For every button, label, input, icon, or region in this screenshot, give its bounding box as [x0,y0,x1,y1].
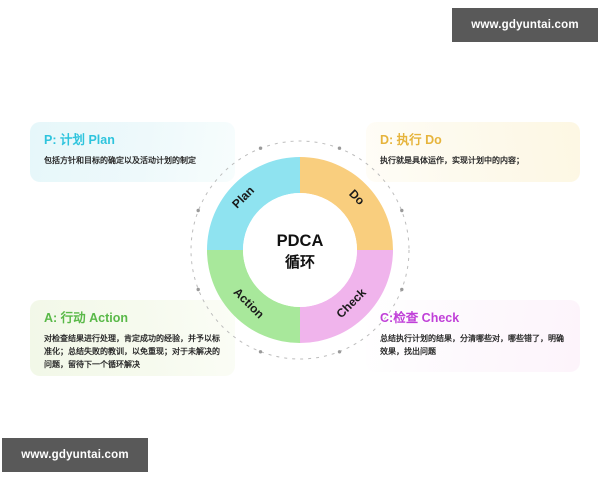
watermark-top-right: www.gdyuntai.com [452,8,598,42]
watermark-bottom-left: www.gdyuntai.com [2,438,148,472]
callout-title-check: C:检查 Check [380,311,460,325]
guide-dot-markers [196,146,404,354]
callout-title-plan: P: 计划 Plan [44,133,115,147]
pdca-wheel: Plan Do Check Action PDCA 循环 [184,134,416,366]
center-title: PDCA [277,232,324,250]
callout-desc-do: 执行就是具体运作，实现计划中的内容； [380,155,524,165]
callout-box-do: D: 执行 Do 执行就是具体运作，实现计划中的内容； [366,122,580,182]
callout-box-plan: P: 计划 Plan 包括方针和目标的确定以及活动计划的制定 [30,122,235,182]
wheel-segment-do[interactable] [300,157,393,250]
dashed-guide-circle [190,140,410,360]
wheel-inner-disc [243,193,357,307]
callout-desc-action: 对检查结果进行处理，肯定成功的经验，并予以标准化；总结失败的教训，以免重现；对于… [44,333,220,369]
wheel-segment-check[interactable] [300,250,393,343]
callout-title-do: D: 执行 Do [380,133,442,147]
wheel-segments [207,157,393,343]
callout-desc-check: 总结执行计划的结果，分清哪些对，哪些错了，明确效果，找出问题 [380,333,564,356]
center-subtitle: 循环 [285,253,315,271]
callout-desc-plan: 包括方针和目标的确定以及活动计划的制定 [44,155,196,165]
wheel-segment-plan[interactable] [207,157,300,250]
callout-box-check: C:检查 Check 总结执行计划的结果，分清哪些对，哪些错了，明确效果，找出问… [366,300,580,372]
callout-title-action: A: 行动 Action [44,311,129,325]
callout-box-action: A: 行动 Action 对检查结果进行处理，肯定成功的经验，并予以标准化；总结… [30,300,235,376]
wheel-segment-action[interactable] [207,250,300,343]
